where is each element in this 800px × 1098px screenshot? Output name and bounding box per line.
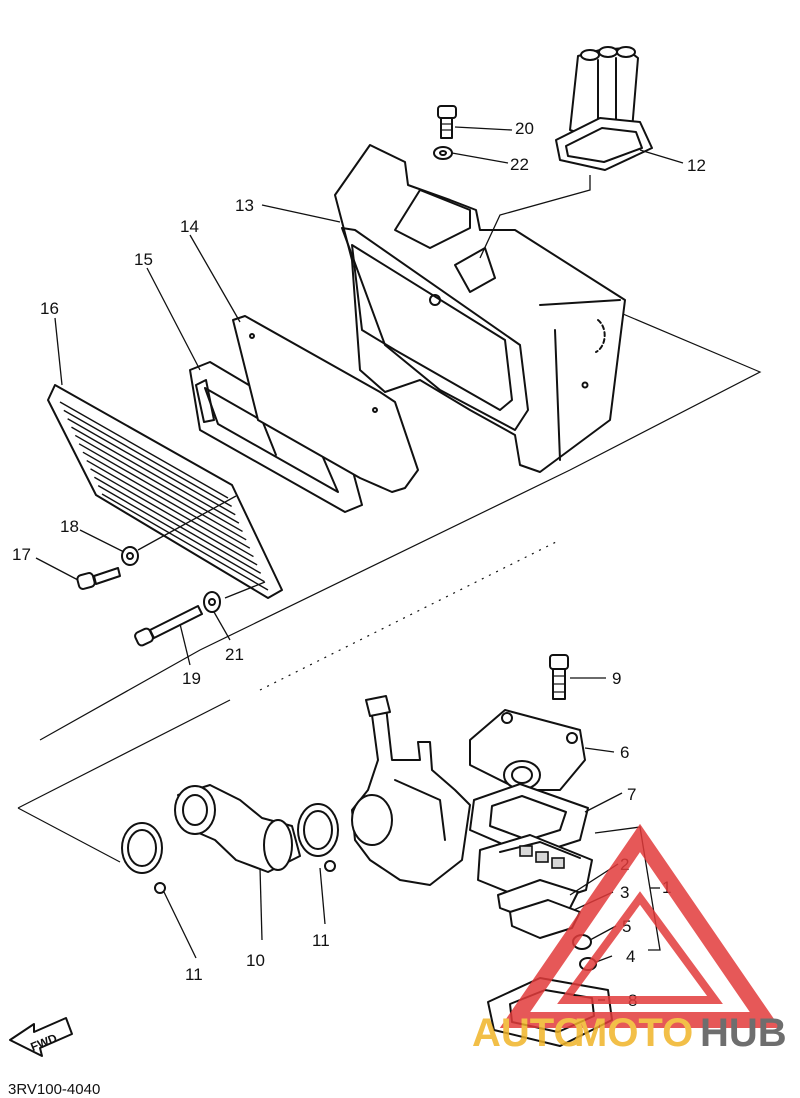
grille-slot	[97, 485, 265, 583]
part-22-washer	[433, 146, 453, 160]
part-19-long-bolt	[134, 605, 203, 647]
callout-12: 12	[687, 156, 706, 175]
part-12-intake-duct	[555, 46, 653, 171]
part-10-intake-joint	[174, 784, 301, 873]
callout-22: 22	[510, 155, 529, 174]
callout-20: 21	[225, 645, 244, 664]
part-16-air-cleaner-cover	[47, 384, 283, 599]
grille-slot	[67, 418, 236, 516]
assembly-frame-lines	[17, 299, 762, 863]
callout-13: 13	[235, 196, 254, 215]
callout-6: 6	[620, 743, 629, 762]
grille-slot	[94, 476, 262, 574]
part-15-element-frame	[189, 361, 363, 513]
part-7-gasket	[469, 783, 589, 857]
carburetor-body	[351, 695, 471, 886]
grille-slot	[59, 401, 229, 499]
callout-18: 18	[60, 517, 79, 536]
callout-15: 15	[134, 250, 153, 269]
grille-slot	[63, 409, 232, 507]
part-13-air-cleaner-case	[334, 144, 626, 473]
part-21-bolt	[437, 105, 457, 139]
callout-5: 5	[622, 917, 631, 936]
watermark-auto: AUTO	[472, 1011, 585, 1055]
callout-19: 19	[182, 669, 201, 688]
callout-11-right: 11	[312, 931, 330, 950]
part-6-manifold	[469, 709, 586, 791]
part-18-washer	[121, 546, 139, 566]
watermark-hub: HUB	[700, 1011, 787, 1055]
part-11-clamp-right	[297, 803, 339, 872]
part-20-washer	[203, 591, 221, 613]
part-14-air-filter-element	[232, 315, 419, 493]
fwd-arrow-icon: FWD	[9, 1017, 73, 1057]
automotohub-watermark: AUTO MOTO HUB	[472, 823, 787, 1055]
diagram-code: 3RV100-4040	[8, 1081, 100, 1098]
callout-3: 3	[620, 883, 629, 902]
grille-slot	[74, 434, 243, 533]
callout-11-left: 11	[185, 965, 203, 984]
grille-slot	[78, 443, 247, 541]
callout-labels: 20 22 12 13 14 15 16 18 17 21 19 9 6 7 2…	[12, 119, 706, 1010]
callout-7: 7	[627, 785, 636, 804]
part-11-clamp-left	[121, 822, 166, 894]
callout-4: 4	[626, 947, 635, 966]
callout-17: 17	[12, 545, 31, 564]
cover-grille-slots	[59, 401, 269, 591]
part-17-screw	[76, 567, 121, 590]
watermark-moto: MOTO	[574, 1011, 693, 1055]
part-9-bolt	[549, 654, 569, 700]
callout-14: 14	[180, 217, 199, 236]
callout-21: 20	[515, 119, 534, 138]
watermark-triangle-logo	[499, 823, 781, 1028]
grille-slot	[82, 451, 251, 549]
grille-slot	[90, 468, 258, 566]
callout-9: 9	[612, 669, 621, 688]
grille-slot	[101, 493, 269, 591]
callout-16: 16	[40, 299, 59, 318]
grille-slot	[86, 459, 254, 558]
callout-10: 10	[246, 951, 265, 970]
grille-slot	[71, 426, 240, 524]
